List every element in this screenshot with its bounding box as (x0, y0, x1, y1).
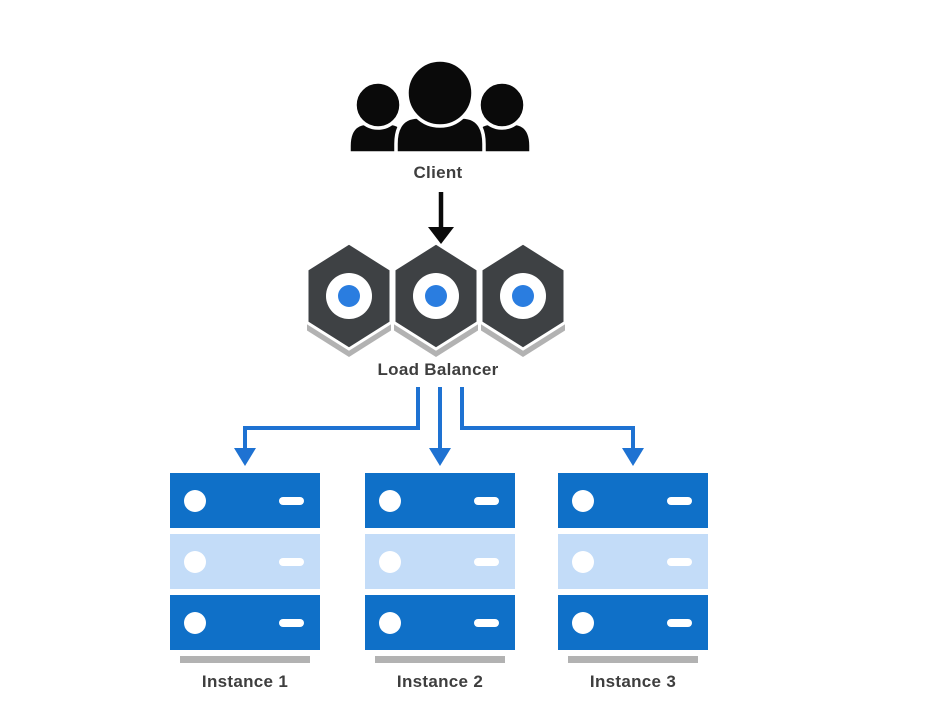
hexagon-nodes-icon (303, 239, 569, 364)
server-bar (365, 473, 515, 528)
server-led-icon (572, 550, 594, 573)
instance-1-node: Instance 1 (170, 473, 320, 692)
server-slot-icon (279, 496, 304, 505)
server-slot-icon (667, 618, 692, 627)
server-bar (170, 595, 320, 650)
instance-1-label: Instance 1 (201, 672, 289, 691)
users-group-icon (342, 58, 538, 158)
edge-lb-to-instance-1 (234, 387, 420, 466)
server-bar (170, 473, 320, 528)
server-slot-icon (667, 557, 692, 566)
server-bar (558, 534, 708, 589)
server-slot-icon (474, 557, 499, 566)
edge-client-to-load-balancer (425, 190, 457, 250)
server-led-icon (379, 611, 401, 634)
server-slot-icon (279, 557, 304, 566)
server-led-icon (184, 550, 206, 573)
server-slot-icon (474, 618, 499, 627)
edge-lb-to-instance-2 (429, 387, 451, 466)
server-stack-shadow (180, 656, 310, 663)
server-stack-icon (365, 473, 515, 663)
server-bar (558, 595, 708, 650)
server-bar (365, 534, 515, 589)
server-led-icon (572, 489, 594, 512)
server-stack-shadow (375, 656, 505, 663)
server-bar (365, 595, 515, 650)
instance-2-label: Instance 2 (396, 672, 484, 691)
server-bar (170, 534, 320, 589)
server-stack-shadow (568, 656, 698, 663)
server-stack-icon (170, 473, 320, 663)
server-led-icon (379, 489, 401, 512)
server-led-icon (379, 550, 401, 573)
server-slot-icon (667, 496, 692, 505)
server-bar (558, 473, 708, 528)
server-led-icon (572, 611, 594, 634)
edge-lb-to-instance-3 (460, 387, 644, 466)
instance-2-node: Instance 2 (365, 473, 515, 692)
server-slot-icon (474, 496, 499, 505)
load-balancer-label: Load Balancer (377, 360, 499, 379)
server-led-icon (184, 611, 206, 634)
server-stack-icon (558, 473, 708, 663)
instance-3-label: Instance 3 (589, 672, 677, 691)
server-slot-icon (279, 618, 304, 627)
server-led-icon (184, 489, 206, 512)
instance-3-node: Instance 3 (558, 473, 708, 692)
client-label: Client (413, 163, 463, 182)
